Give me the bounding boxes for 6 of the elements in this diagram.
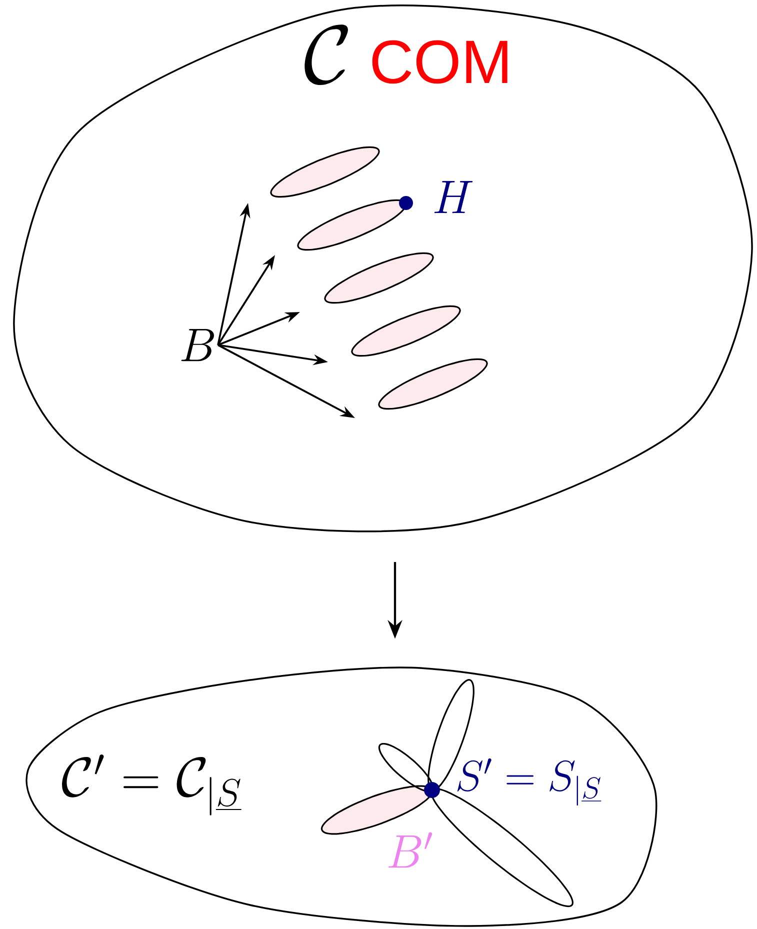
point-label: $B$ [181, 328, 214, 362]
region-formula: $\mathcal{C}' = \mathcal{C}_{|\underline{S}}$ [62, 754, 242, 816]
point-label: $S' = S_{|\underline{S}}$ [457, 758, 602, 806]
region-title: $\mathcal{C}$ COM [304, 24, 508, 86]
point-label: $H$ [434, 180, 473, 214]
point-label: $B'$ [388, 832, 432, 868]
